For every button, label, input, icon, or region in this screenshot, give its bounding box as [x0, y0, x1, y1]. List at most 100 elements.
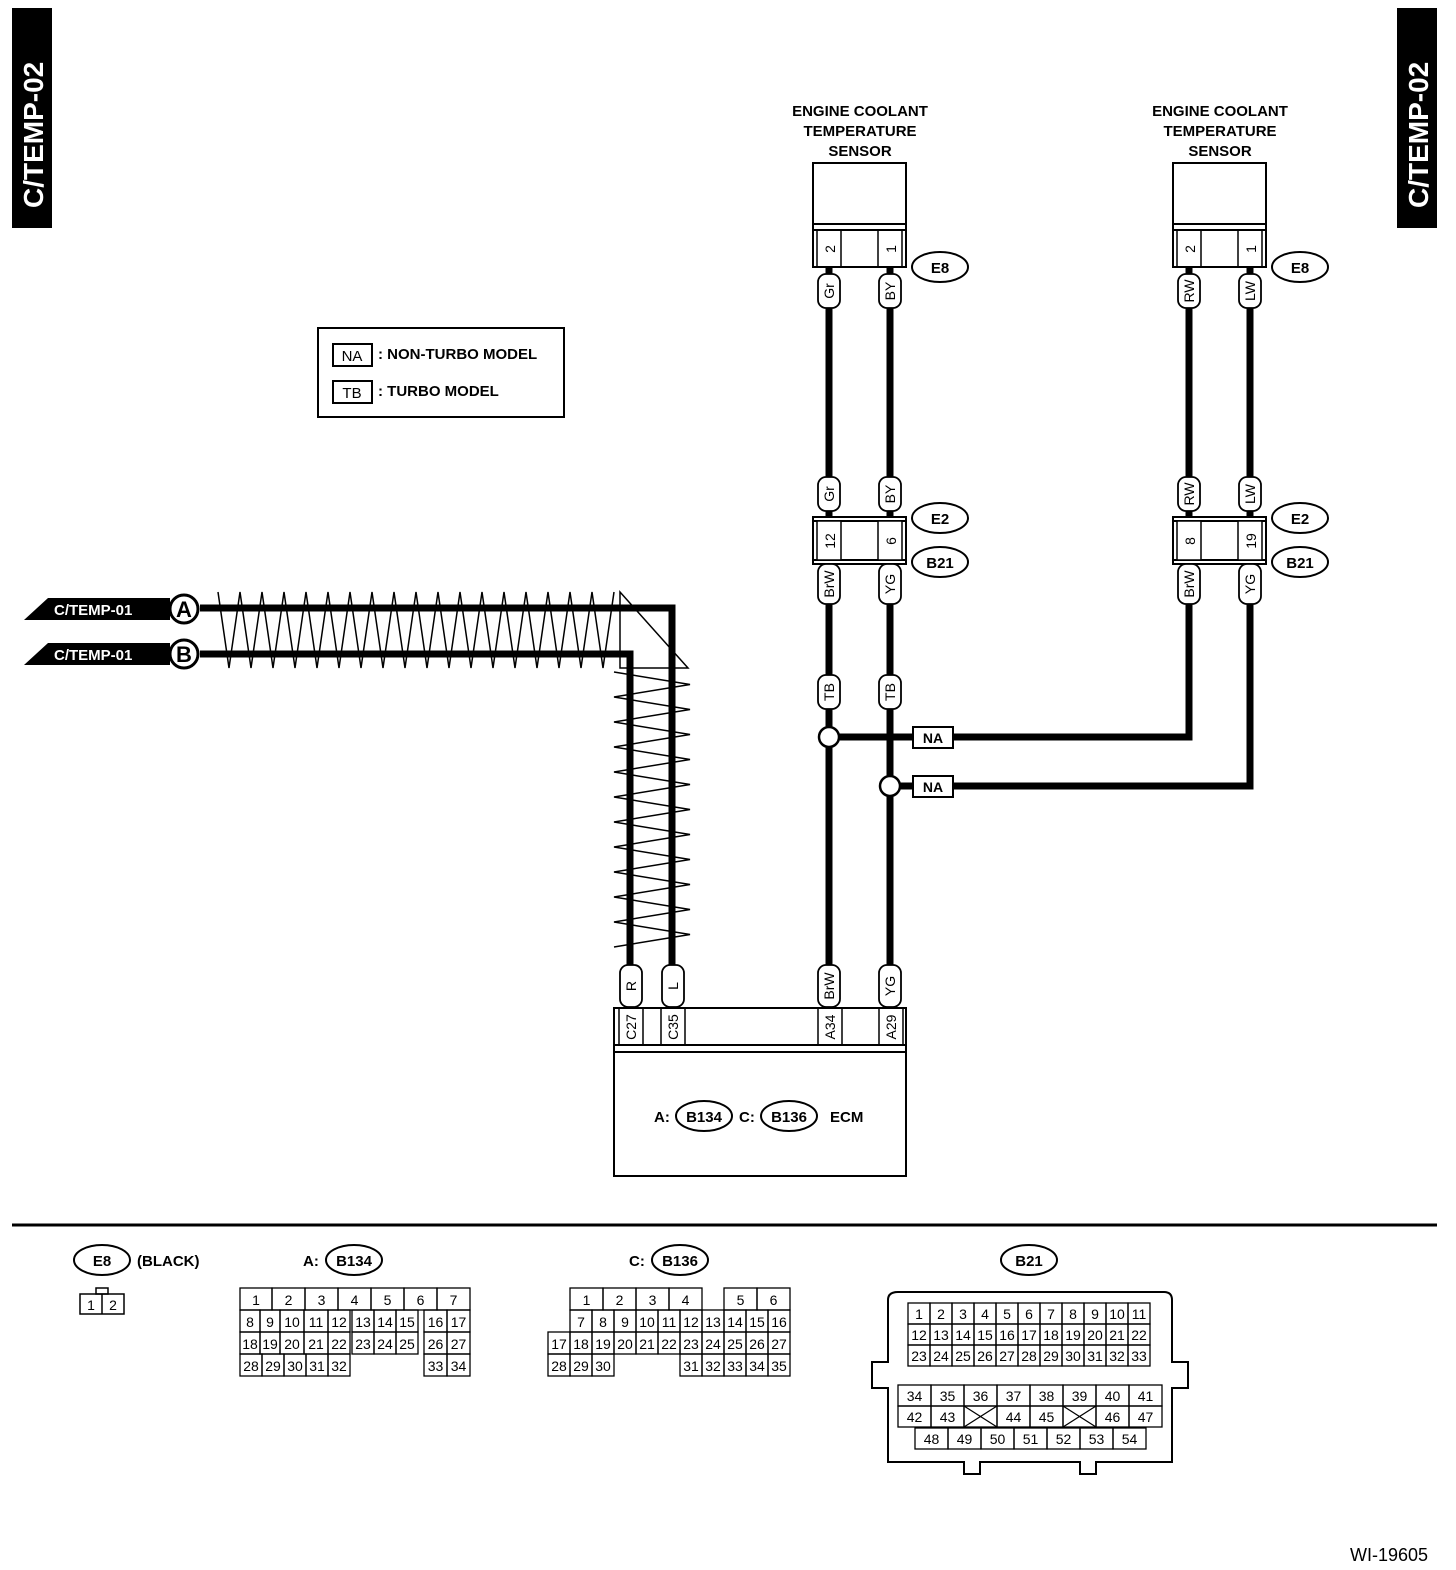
wire-tag-s1-b-low: YG	[878, 563, 902, 605]
wire-tag-tb-b: TB	[878, 674, 902, 710]
b136-pin: 9	[621, 1314, 629, 1330]
legend-na-code: NA	[342, 348, 363, 365]
b21-pin: 1	[915, 1306, 923, 1322]
b21-pin: 19	[1065, 1327, 1081, 1343]
b21-pin: 7	[1047, 1306, 1055, 1322]
b21-pin: 32	[1109, 1348, 1125, 1364]
ecm-conn-c: B136	[771, 1109, 807, 1126]
e8-view-color: (BLACK)	[137, 1253, 199, 1270]
sensor-1-title-2: TEMPERATURE	[803, 123, 916, 140]
b21-pin: 39	[1072, 1388, 1088, 1404]
b134-pin: 12	[331, 1314, 347, 1330]
b21-pin: 48	[924, 1431, 940, 1447]
wire-tag-tb-a-text: TB	[821, 683, 837, 701]
b134-pin: 11	[309, 1314, 324, 1330]
b21-pin: 45	[1039, 1409, 1055, 1425]
wire-tag-s2-b-top: LW	[1238, 273, 1262, 309]
wire-tag-ecm-yg: YG	[878, 964, 902, 1008]
b136-pin: 13	[705, 1314, 721, 1330]
b136-pin: 15	[749, 1314, 765, 1330]
sensor-1: ENGINE COOLANT TEMPERATURE SENSOR 2 1 E8…	[792, 103, 969, 1010]
figure-id: WI-19605	[1350, 1545, 1428, 1565]
b21-pin: 33	[1131, 1348, 1147, 1364]
b134-pin: 3	[318, 1292, 326, 1308]
wire-tag-ecm-r-text: R	[623, 981, 639, 991]
ecm-conn-a: B134	[686, 1109, 723, 1126]
wire-tag-s2-b-mid-text: LW	[1242, 483, 1258, 504]
b134-pin: 7	[450, 1292, 458, 1308]
wire-tag-s1-b-top: BY	[878, 273, 902, 309]
wire-tag-s1-b-mid-text: BY	[882, 484, 898, 503]
b136-pin: 23	[683, 1336, 699, 1352]
b134-pin: 22	[331, 1336, 347, 1352]
b21-pin: 4	[981, 1306, 989, 1322]
b21-pin: 5	[1003, 1306, 1011, 1322]
wire-tag-s2-b-mid: LW	[1238, 476, 1262, 512]
wire-tag-s2-b-top-text: LW	[1242, 280, 1258, 301]
sensor-2: ENGINE COOLANT TEMPERATURE SENSOR 2 1 E8…	[833, 103, 1329, 790]
b136-pin: 33	[727, 1358, 743, 1374]
e8-view-pin-1: 1	[87, 1297, 95, 1313]
b136-pin: 25	[727, 1336, 743, 1352]
sensor-2-connector: E8	[1291, 260, 1309, 277]
wire-tag-s1-b-mid: BY	[878, 476, 902, 512]
b136-pin: 5	[737, 1292, 745, 1308]
b136-view-label: B136	[662, 1253, 698, 1270]
sensor-2-pin-b: 1	[1243, 245, 1259, 253]
b136-pin: 17	[551, 1336, 567, 1352]
e8-view-label: E8	[93, 1253, 111, 1270]
legend-tb-text: : TURBO MODEL	[378, 383, 499, 400]
b21-pin: 29	[1043, 1348, 1059, 1364]
legend-tb-code: TB	[342, 385, 361, 402]
b134-pin: 20	[284, 1336, 300, 1352]
b136-pin: 12	[683, 1314, 699, 1330]
b21-pin: 24	[933, 1348, 949, 1364]
b136-pin: 27	[771, 1336, 787, 1352]
b134-pin: 14	[377, 1314, 393, 1330]
splice-point-2	[878, 774, 902, 798]
b136-pin: 1	[583, 1292, 591, 1308]
b136-pin: 20	[617, 1336, 633, 1352]
wire-tag-tb-b-text: TB	[882, 683, 898, 701]
b134-pin: 17	[451, 1314, 467, 1330]
sensor-1-title-1: ENGINE COOLANT	[792, 103, 928, 120]
b134-pin: 27	[451, 1336, 467, 1352]
b136-pin: 29	[573, 1358, 589, 1374]
b134-pin: 24	[377, 1336, 393, 1352]
b21-pin: 36	[973, 1388, 989, 1404]
wire-tag-tb-a: TB	[817, 674, 841, 710]
wire-tag-s1-a-top-text: Gr	[821, 283, 837, 299]
b134-pin: 13	[355, 1314, 371, 1330]
wire-tag-s1-a-low-text: BrW	[821, 570, 837, 598]
input-harness: C/TEMP-01 A C/TEMP-01 B	[24, 590, 691, 1010]
sensor-1-pin-b: 1	[883, 245, 899, 253]
wire-tag-ecm-brw: BrW	[817, 964, 841, 1008]
b21-view-label: B21	[1015, 1253, 1043, 1270]
page-tag-left-text: C/TEMP-02	[18, 62, 49, 208]
b134-pin: 18	[242, 1336, 258, 1352]
b21-pin: 54	[1122, 1431, 1138, 1447]
b136-pin: 2	[616, 1292, 624, 1308]
b21-pin: 30	[1065, 1348, 1081, 1364]
sensor-2-joint-e2: E2	[1291, 511, 1309, 528]
b21-pin: 31	[1087, 1348, 1103, 1364]
b136-pin: 31	[683, 1358, 699, 1374]
b134-pin: 8	[246, 1314, 254, 1330]
ecm-pin-c35: C35	[665, 1014, 681, 1040]
b21-pin: 51	[1023, 1431, 1039, 1447]
b134-view-label: B134	[336, 1253, 373, 1270]
wire-tag-ecm-brw-text: BrW	[821, 972, 837, 1000]
b136-pin: 35	[771, 1358, 787, 1374]
na-tag-2: NA	[912, 775, 954, 798]
wire-tag-s2-a-top: RW	[1177, 273, 1201, 309]
b134-pin: 23	[355, 1336, 371, 1352]
b134-pin: 1	[252, 1292, 260, 1308]
b21-pin: 44	[1006, 1409, 1022, 1425]
b21-pin: 26	[977, 1348, 993, 1364]
sensor-1-pin-a: 2	[822, 245, 838, 253]
input-b-label: C/TEMP-01 B	[24, 638, 200, 670]
b136-pin: 30	[595, 1358, 611, 1374]
b21-pin: 20	[1087, 1327, 1103, 1343]
